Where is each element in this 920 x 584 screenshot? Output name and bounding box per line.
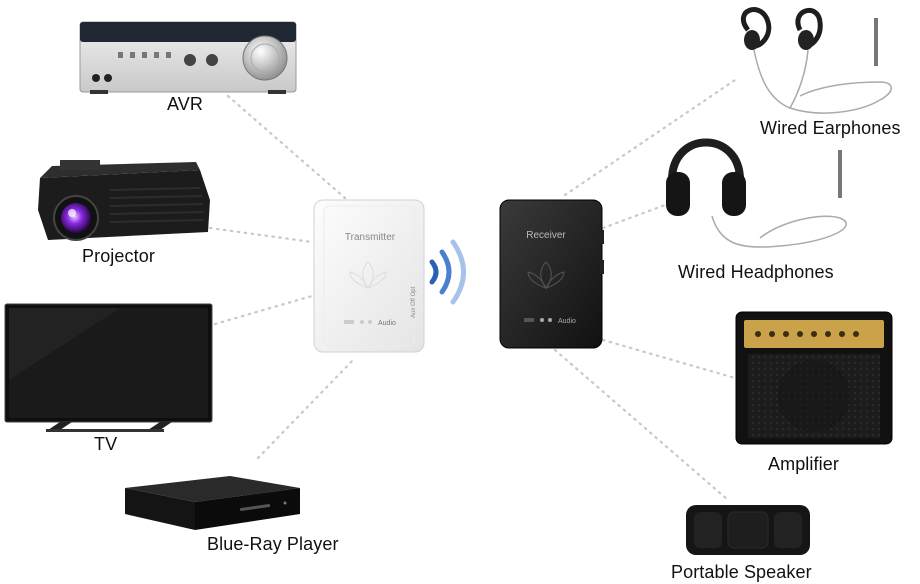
receiver-audio-label: Audio [558, 318, 576, 325]
amplifier-label: Amplifier [768, 454, 839, 474]
connector-amplifier [601, 338, 737, 380]
avr-label: AVR [167, 94, 203, 114]
transmitter-device: Transmitter Audio Aux Off Opt [313, 199, 425, 353]
speaker-label: Portable Speaker [671, 562, 812, 582]
receiver-label: Receiver [526, 230, 566, 241]
amplifier-device [735, 311, 893, 445]
receiver-device: Receiver Audio [499, 199, 604, 349]
transmitter-aux-label: Aux Off Opt [411, 286, 417, 318]
speaker-device [686, 505, 810, 555]
transmitter-label: Transmitter [345, 232, 396, 243]
bluray-label: Blue-Ray Player [207, 534, 339, 554]
tv-label: TV [94, 434, 118, 454]
tv-device [4, 303, 213, 432]
avr-device [79, 21, 297, 94]
projector-device [38, 160, 210, 241]
connector-speaker [553, 348, 730, 502]
wireless-signal-icon [429, 239, 466, 305]
connector-projector [208, 226, 314, 244]
transmitter-audio-label: Audio [378, 320, 396, 327]
bluray-device [125, 476, 300, 530]
connector-lines [208, 78, 737, 502]
headphones-label: Wired Headphones [678, 262, 834, 282]
connector-earphones [563, 78, 737, 197]
connector-avr [226, 94, 347, 200]
connector-bluray [256, 356, 357, 460]
earphones-label: Wired Earphones [760, 118, 901, 138]
connector-headphones [601, 203, 667, 230]
connector-tv [213, 294, 314, 326]
headphones-device [666, 138, 847, 248]
earphones-device [740, 7, 892, 114]
projector-label: Projector [82, 246, 155, 266]
